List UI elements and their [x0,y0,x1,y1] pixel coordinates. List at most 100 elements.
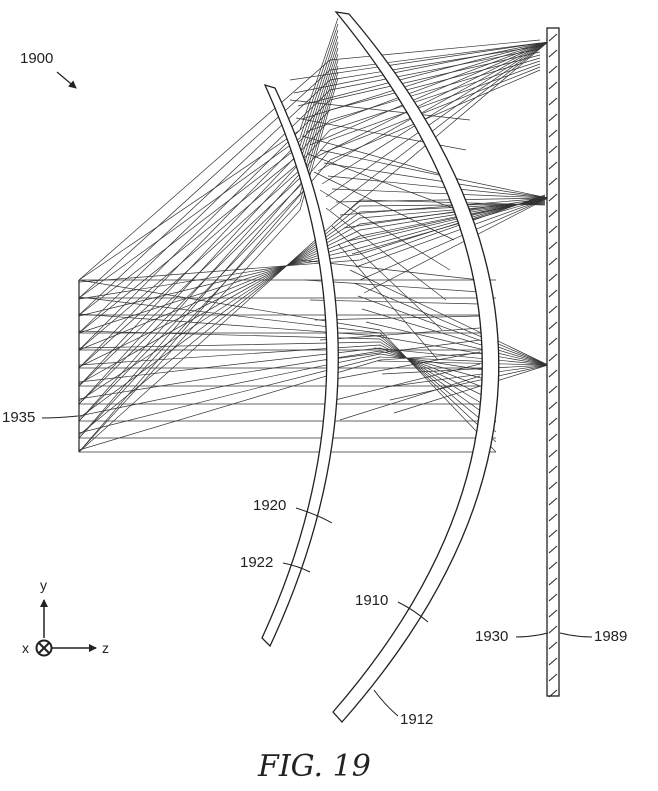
ray-converging [319,149,549,199]
axis-label-x: x [22,640,29,656]
axis-label-y: y [40,577,47,593]
hatch-stroke [548,209,558,218]
outer-lens [332,11,500,723]
ray-crossing [304,279,481,293]
display-hatching [548,33,558,698]
hatch-stroke [548,113,558,122]
hatch-stroke [548,481,558,490]
ray-diagonal [78,23,339,299]
hatch-stroke [548,385,558,394]
ray-converging [389,364,549,401]
hatch-stroke [548,97,558,106]
hatch-stroke [548,81,558,90]
hatch-stroke [548,145,558,154]
hatch-stroke [548,625,558,634]
ray-crossing [334,363,481,401]
hatch-stroke [548,65,558,74]
ray-diagonal [78,59,339,405]
label-display-panel: 1930 [475,628,508,645]
ray-converging [355,197,549,268]
ray-crossing [314,315,481,321]
ray-diagonal [78,279,497,453]
coordinate-axes: y x z [22,577,109,657]
ray-diagonal [78,63,541,422]
hatch-stroke [548,241,558,250]
ray-converging [331,188,549,199]
ray-converging [313,41,549,159]
ray-converging [333,41,549,224]
ray-crossing [337,243,439,361]
hatch-stroke [548,273,558,282]
ray-converging [305,41,549,133]
hatch-stroke [548,657,558,666]
figure-number-arrow-icon [56,71,77,89]
ray-diagonal [78,48,541,334]
ray-diagonal [78,77,339,453]
ray-converging [325,41,549,198]
hatch-stroke [548,305,558,314]
hatch-stroke [548,353,558,362]
callout-leader-input-aperture [41,415,79,419]
ray-converging [385,364,549,388]
ray-diagonal [78,54,541,369]
ray-converging [373,347,549,366]
ray-diagonal [78,60,541,405]
callout-leader-outer-lens-surface [373,689,399,717]
hatch-stroke [548,49,558,58]
ray-converging [321,41,549,185]
ray-diagonal [78,313,497,433]
ray-diagonal [78,42,541,299]
label-input-aperture: 1935 [2,409,35,426]
ray-diagonal [78,199,546,368]
callout-leader-inner-lens [295,507,333,524]
ray-crossing [339,375,481,421]
hatch-stroke [548,433,558,442]
hatch-stroke [548,529,558,538]
ray-diagonal [78,195,546,300]
ray-converging [363,197,549,294]
ray-diagonal [78,201,546,402]
callout-leader-display-surface [559,632,593,638]
hatch-stroke [548,129,558,138]
ray-converging [339,197,549,216]
ray-converging [357,295,549,366]
ray-diagonal [78,356,497,434]
figure-caption: FIG. 19 [257,749,371,784]
hatch-stroke [548,289,558,298]
hatch-stroke [548,33,558,42]
ray-diagonal [78,71,339,439]
ray-crossing [331,225,443,331]
hatch-stroke [548,561,558,570]
ray-converging [377,360,549,366]
ray-diagonal [78,341,497,413]
ray-diagonal [78,197,546,334]
ray-diagonal [78,66,541,439]
hatch-stroke [548,577,558,586]
hatch-stroke [548,673,558,682]
callout-leader-inner-lens-surface [282,562,311,573]
hatch-stroke [548,641,558,650]
ray-converging [393,364,549,414]
callout-leader-display-panel [515,632,549,638]
ray-converging [365,321,549,366]
hatch-stroke [548,225,558,234]
ray-diagonal [78,350,497,400]
ray-converging [359,197,549,281]
ray-converging [289,41,549,81]
hatch-stroke [548,545,558,554]
ray-crossing [309,299,481,305]
ray-diagonal [78,347,497,393]
ray-crossing [289,99,471,121]
ray-converging [353,282,549,366]
display-panel [546,27,560,698]
ray-crossing [307,153,459,211]
ray-diagonal [78,69,541,453]
label-outer-lens: 1910 [355,592,388,609]
ray-converging [349,269,549,366]
ray-crossing [313,171,455,241]
ray-diagonal [78,196,546,317]
ray-converging [327,175,549,199]
label-outer-lens-surface: 1912 [400,711,433,728]
circled-x-icon [35,639,53,657]
